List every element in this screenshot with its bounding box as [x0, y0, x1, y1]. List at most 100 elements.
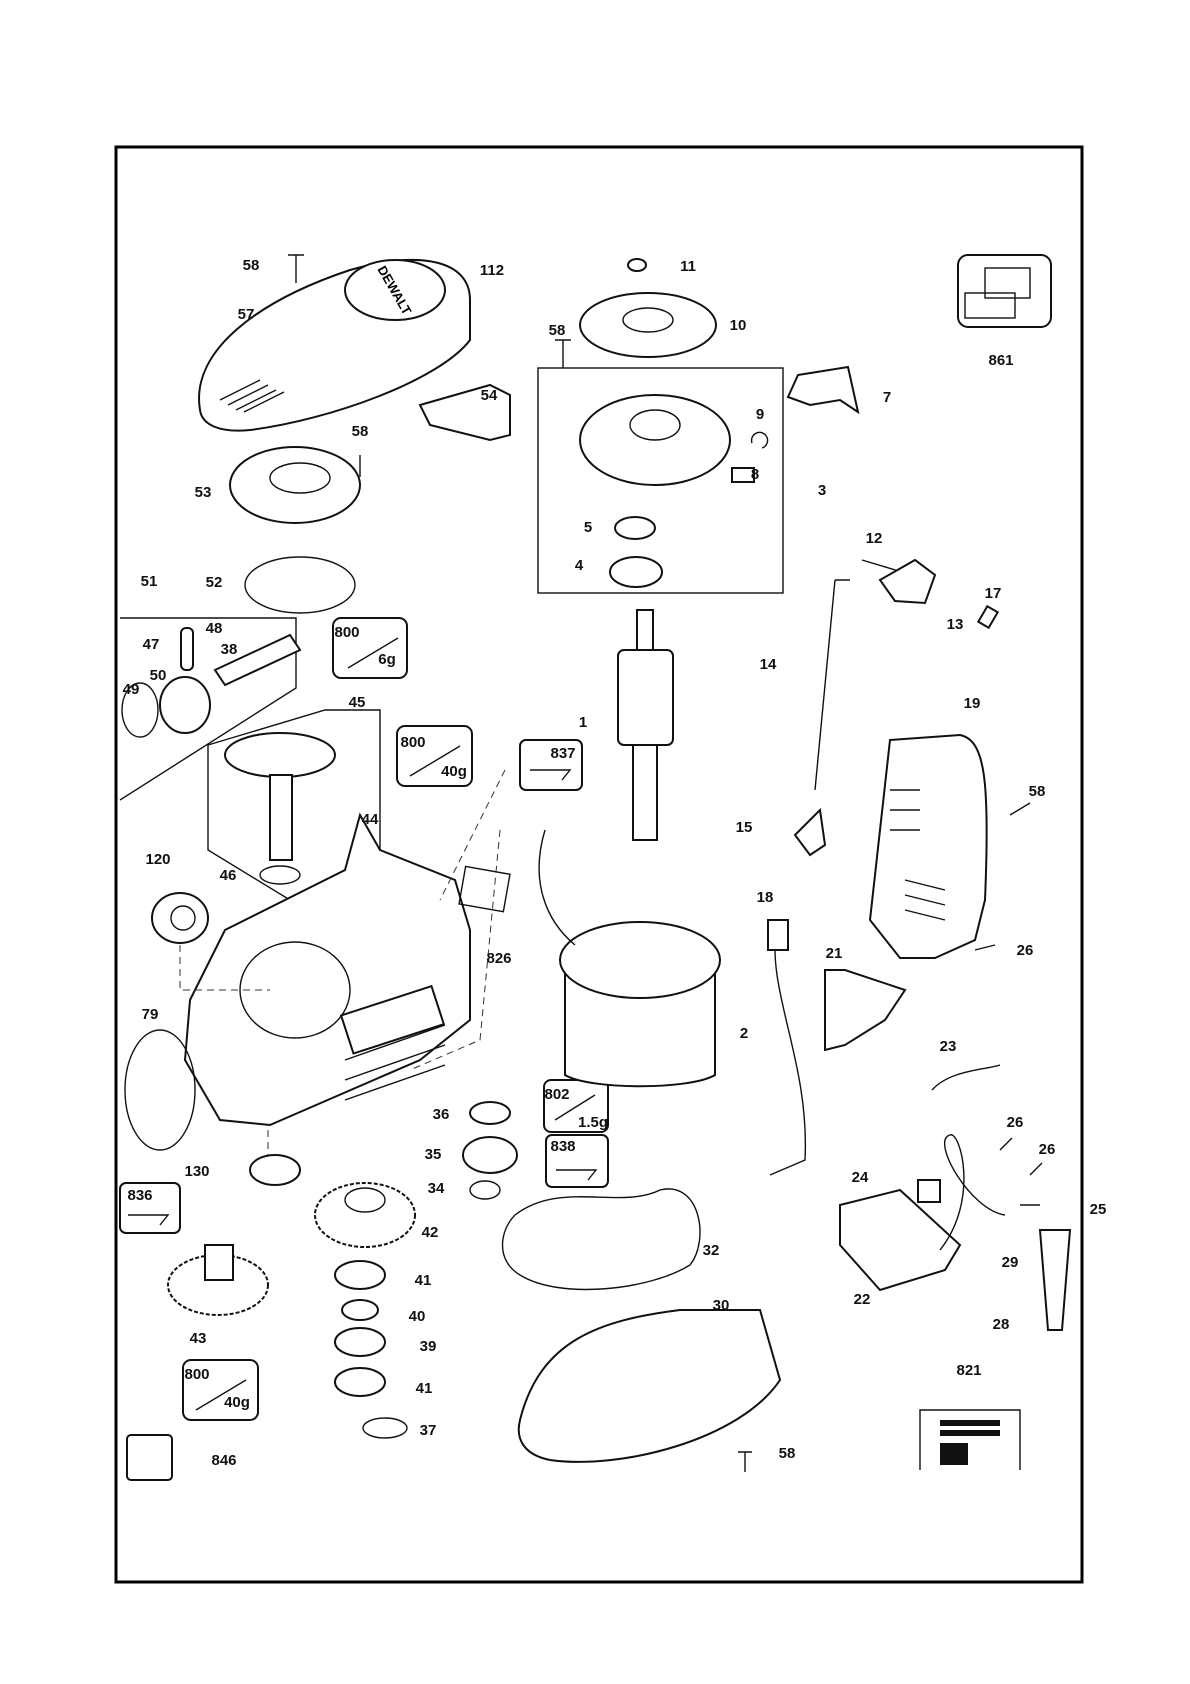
callout-38: 38 [221, 641, 238, 658]
gear-42-part [314, 1182, 416, 1248]
crank-disc-part [224, 732, 336, 778]
callout-46: 46 [220, 867, 237, 884]
piston-part [159, 676, 211, 734]
cover-plate-7-part [786, 365, 860, 415]
piston-assembly-box [119, 617, 297, 801]
handle-housing-ribs [890, 789, 946, 921]
seal-inner [170, 905, 196, 931]
kit-box-838 [545, 1134, 609, 1188]
bearing-41-part [334, 1260, 386, 1290]
callout-30: 30 [713, 1297, 730, 1314]
rod-14-part [814, 579, 850, 791]
callout-861: 861 [988, 352, 1013, 369]
cover-badge-part [344, 259, 446, 321]
bearing-4-part [609, 556, 663, 588]
callout-19: 19 [964, 695, 981, 712]
kit-box-837 [519, 739, 583, 791]
label-821-part [919, 1409, 1021, 1470]
base-cover-30-part [517, 1309, 782, 1463]
armature-pinion [632, 744, 658, 841]
callout-58: 58 [243, 257, 260, 274]
callout-13: 13 [947, 616, 964, 633]
callout-838: 838 [550, 1138, 575, 1155]
screw-26-c [1029, 1162, 1043, 1176]
label-plate-826 [458, 865, 511, 913]
callout-45: 45 [349, 694, 366, 711]
switch-wires-29 [939, 1134, 1006, 1251]
callout-51: 51 [141, 573, 158, 590]
kit-box-836 [119, 1182, 181, 1234]
callout-54: 54 [481, 387, 498, 404]
callout-8: 8 [751, 466, 759, 483]
callout-130: 130 [184, 1163, 209, 1180]
crank-shaft-part [269, 774, 293, 861]
callout-22: 22 [854, 1291, 871, 1308]
switch-actuator-13-part [878, 558, 937, 605]
callout-800: 800 [334, 624, 359, 641]
callout-800: 800 [400, 734, 425, 751]
callout-44: 44 [362, 811, 379, 828]
bearing-41b-part [334, 1367, 386, 1397]
screw-58-d [1009, 802, 1031, 816]
spring-9-part [750, 431, 769, 449]
grease-box-800-40g-lower [182, 1359, 259, 1421]
stator-wire [538, 829, 576, 946]
circlip-37-part [362, 1417, 408, 1439]
brush-holder-center [629, 409, 681, 441]
callout-58: 58 [549, 322, 566, 339]
callout-52: 52 [206, 574, 223, 591]
callout-3: 3 [818, 482, 826, 499]
brush-8-part [731, 467, 755, 483]
callout-42: 42 [422, 1224, 439, 1241]
armature-part [617, 649, 674, 746]
callout-11: 11 [680, 258, 696, 275]
callout-21: 21 [826, 945, 843, 962]
callout-29: 29 [1002, 1254, 1019, 1271]
bearing-35-part [462, 1136, 518, 1174]
callout-5: 5 [584, 519, 592, 536]
pin-12-part [861, 559, 903, 573]
screw-58-a [288, 254, 304, 283]
grease-box-800-40g [396, 725, 473, 787]
callout-26: 26 [1039, 1141, 1056, 1158]
bag-846-part [126, 1434, 173, 1481]
callout-26: 26 [1017, 942, 1034, 959]
callout-48: 48 [206, 620, 223, 637]
screw-26-b [999, 1137, 1013, 1151]
crank-seal-part [259, 865, 301, 885]
clip-24-part [917, 1179, 941, 1203]
callout-43: 43 [190, 1330, 207, 1347]
callout-41: 41 [415, 1272, 432, 1289]
callout-6g: 6g [378, 651, 396, 668]
callout-120: 120 [145, 851, 170, 868]
callout-836: 836 [127, 1187, 152, 1204]
fan-cover-part [229, 446, 361, 524]
callout-1: 1 [579, 714, 587, 731]
stator-top [559, 921, 721, 999]
callout-40g: 40g [224, 1394, 250, 1411]
callout-32: 32 [703, 1242, 720, 1259]
housing-logo-plate [339, 984, 446, 1055]
callout-26: 26 [1007, 1114, 1024, 1131]
callout-28: 28 [993, 1316, 1010, 1333]
cover-vents-part [219, 379, 285, 413]
connector-18-part [767, 919, 789, 951]
callout-24: 24 [852, 1169, 869, 1186]
screw-26-a [974, 944, 996, 951]
callout-58: 58 [1029, 783, 1046, 800]
callout-58: 58 [779, 1445, 796, 1462]
callout-50: 50 [150, 667, 167, 684]
callout-58: 58 [352, 423, 369, 440]
armature-shaft [636, 609, 654, 651]
callout-10: 10 [730, 317, 747, 334]
callout-34: 34 [428, 1180, 445, 1197]
switch-plate-21-part [824, 969, 907, 1052]
lever-15-part [793, 807, 827, 857]
housing-bore [239, 941, 351, 1039]
callout-2: 2 [740, 1025, 748, 1042]
callout-4: 4 [575, 557, 584, 574]
callout-821: 821 [956, 1362, 981, 1379]
callout-18: 18 [757, 889, 774, 906]
callout-49: 49 [123, 681, 140, 698]
